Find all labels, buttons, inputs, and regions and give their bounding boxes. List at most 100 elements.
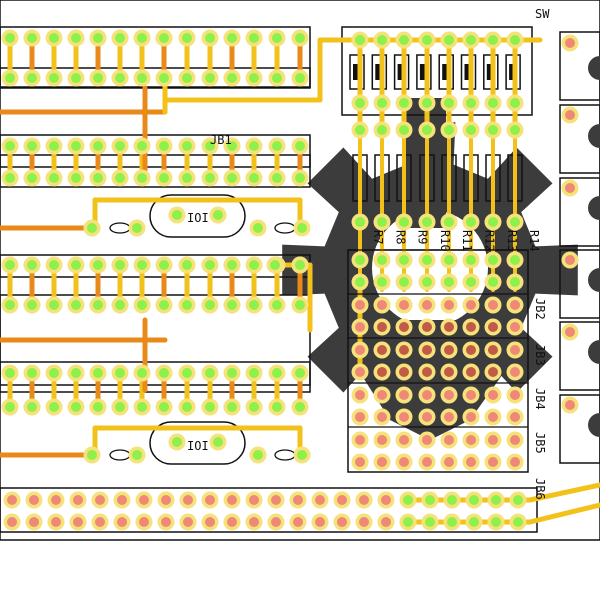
jb6-pad bbox=[161, 495, 171, 505]
jumper-pad bbox=[510, 390, 520, 400]
jumper-pad bbox=[488, 390, 498, 400]
header-pad bbox=[159, 33, 169, 43]
jumper-pad bbox=[377, 457, 387, 467]
jumper-pad bbox=[422, 390, 432, 400]
resistor-label-r12: R12 bbox=[483, 230, 497, 252]
resistor-pad bbox=[422, 125, 432, 135]
header-pad bbox=[93, 73, 103, 83]
resistor-pad bbox=[510, 255, 520, 265]
pads bbox=[1, 29, 579, 531]
connector-pad bbox=[565, 255, 575, 265]
ic-outline-bottom bbox=[149, 421, 246, 465]
connector-hole bbox=[588, 340, 600, 364]
connector-hole bbox=[588, 413, 600, 437]
resistor-pad bbox=[399, 35, 409, 45]
header-pad bbox=[249, 402, 259, 412]
jumper-pad bbox=[399, 390, 409, 400]
header-pad bbox=[182, 260, 192, 270]
header-pad bbox=[71, 141, 81, 151]
header-pad bbox=[27, 33, 37, 43]
header-pad bbox=[249, 173, 259, 183]
connector-hole bbox=[588, 124, 600, 148]
jb6-pad bbox=[205, 517, 215, 527]
jumper-pad bbox=[355, 412, 365, 422]
jumper-pad bbox=[444, 435, 454, 445]
resistor-pad bbox=[355, 217, 365, 227]
jumper-label-jb5: JB5 bbox=[533, 432, 547, 454]
resistor-pad bbox=[444, 217, 454, 227]
jb6-pad bbox=[359, 517, 369, 527]
jb6-pad bbox=[249, 517, 259, 527]
header-pad bbox=[272, 300, 282, 310]
component-pad bbox=[213, 210, 223, 220]
header-pad bbox=[5, 173, 15, 183]
header-pad bbox=[5, 141, 15, 151]
header-pad bbox=[137, 402, 147, 412]
jumper-pad bbox=[466, 300, 476, 310]
resistor-pad bbox=[399, 255, 409, 265]
jumper-pad bbox=[510, 322, 520, 332]
header-pad bbox=[5, 33, 15, 43]
header-pad bbox=[227, 173, 237, 183]
jb6-pad bbox=[227, 517, 237, 527]
header-pad bbox=[49, 368, 59, 378]
jumper-label-jb2: JB2 bbox=[533, 298, 547, 320]
header-pad bbox=[93, 402, 103, 412]
jb6-pad bbox=[513, 517, 523, 527]
header-pad bbox=[115, 141, 125, 151]
jumper-pad bbox=[488, 457, 498, 467]
resistor-pad bbox=[377, 35, 387, 45]
jb6-pad bbox=[403, 517, 413, 527]
header-pad bbox=[71, 33, 81, 43]
header-pad bbox=[295, 33, 305, 43]
header-pad bbox=[182, 300, 192, 310]
jb6-pad bbox=[249, 495, 259, 505]
jb6-pad bbox=[293, 495, 303, 505]
header-pad bbox=[182, 33, 192, 43]
header-pad bbox=[49, 260, 59, 270]
jb6-pad bbox=[293, 517, 303, 527]
jumper-pad bbox=[399, 457, 409, 467]
jumper-pad bbox=[399, 322, 409, 332]
header-pad bbox=[272, 33, 282, 43]
jb6-pad bbox=[447, 517, 457, 527]
header-pad bbox=[272, 73, 282, 83]
header-pad bbox=[295, 141, 305, 151]
jb6-pad bbox=[95, 495, 105, 505]
jb1-label: JB1 bbox=[210, 133, 232, 147]
jumper-label-jb4: JB4 bbox=[533, 388, 547, 410]
header-pad bbox=[205, 33, 215, 43]
resistor-pad bbox=[377, 125, 387, 135]
header-pad bbox=[137, 141, 147, 151]
switch-lever bbox=[419, 64, 428, 80]
header-pad bbox=[295, 173, 305, 183]
header-pad bbox=[159, 73, 169, 83]
resistor-label-r9: R9 bbox=[416, 230, 430, 244]
jumper-pad bbox=[399, 435, 409, 445]
jumper-pad bbox=[466, 345, 476, 355]
jumper-pad bbox=[422, 367, 432, 377]
resistor-pad bbox=[422, 35, 432, 45]
resistor-pad bbox=[510, 35, 520, 45]
resistor-pad bbox=[399, 277, 409, 287]
jb6-pad bbox=[117, 495, 127, 505]
jb6-pad bbox=[29, 495, 39, 505]
header-pad bbox=[71, 73, 81, 83]
header-pad bbox=[272, 141, 282, 151]
jumper-pad bbox=[422, 345, 432, 355]
component-outlines bbox=[0, 0, 600, 541]
jumper-pad bbox=[444, 390, 454, 400]
jb6-pad bbox=[227, 495, 237, 505]
header-pad bbox=[27, 73, 37, 83]
jb6-pad bbox=[315, 517, 325, 527]
component-pad bbox=[297, 223, 307, 233]
jb6-pad bbox=[337, 517, 347, 527]
header-outline-bottom bbox=[0, 294, 311, 386]
resistor-pad bbox=[510, 217, 520, 227]
header-pad bbox=[93, 141, 103, 151]
header-pad bbox=[227, 141, 237, 151]
resistor-pad bbox=[466, 255, 476, 265]
